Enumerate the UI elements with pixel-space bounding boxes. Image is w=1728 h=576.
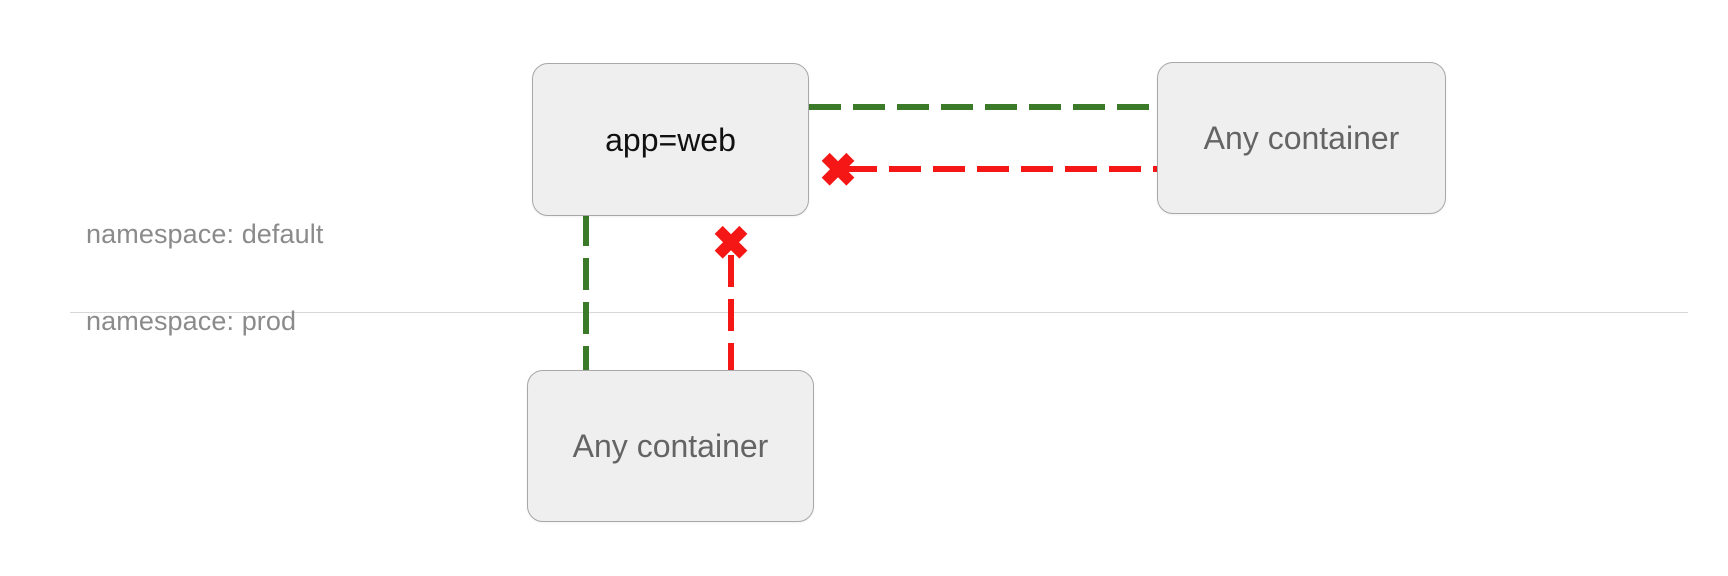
blocked-cross-icon-south: ✖ <box>711 217 751 269</box>
blocked-cross-icon-east: ✖ <box>818 144 858 196</box>
node-any-container-prod[interactable]: Any container <box>527 370 814 522</box>
node-app-web[interactable]: app=web <box>532 63 809 216</box>
edge-blocked-prod-container-to-app-web <box>728 255 734 372</box>
node-any-container-prod-label: Any container <box>572 428 769 464</box>
node-any-container-default-label: Any container <box>1203 120 1400 156</box>
edge-allowed-app-web-to-right-container <box>809 104 1158 110</box>
edge-allowed-app-web-to-prod-container <box>583 214 589 372</box>
node-app-web-label: app=web <box>605 121 736 158</box>
namespace-label-default: namespace: default <box>86 219 324 249</box>
node-any-container-default[interactable]: Any container <box>1157 62 1446 214</box>
namespace-label-prod: namespace: prod <box>86 306 297 336</box>
edge-blocked-right-container-to-app-web <box>845 166 1158 172</box>
namespace-divider <box>70 312 1688 313</box>
